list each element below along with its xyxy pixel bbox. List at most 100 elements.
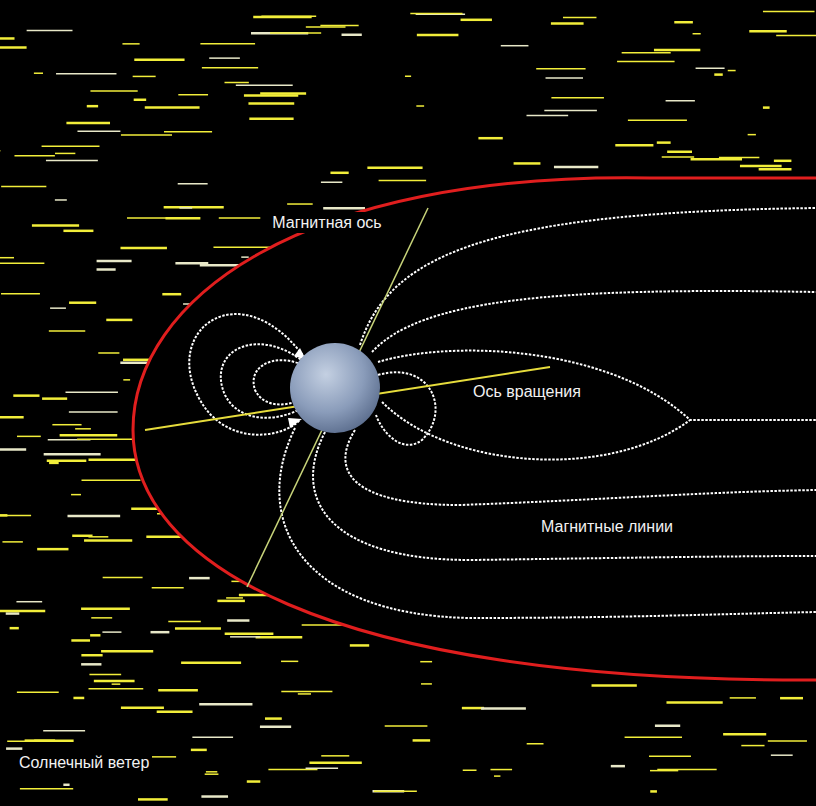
wind-streak bbox=[73, 697, 84, 700]
wind-streak bbox=[50, 307, 66, 309]
wind-streak bbox=[77, 130, 120, 132]
magnetosphere-fill bbox=[133, 178, 816, 680]
wind-streak bbox=[102, 631, 121, 633]
wind-streak bbox=[265, 717, 282, 720]
wind-streak bbox=[253, 16, 311, 19]
wind-streak bbox=[287, 203, 313, 205]
wind-streak bbox=[151, 756, 176, 758]
wind-streak bbox=[89, 688, 144, 690]
wind-streak bbox=[88, 459, 137, 462]
wind-streak bbox=[49, 330, 85, 332]
wind-streak bbox=[178, 94, 208, 96]
wind-streak bbox=[60, 434, 118, 437]
wind-streak bbox=[463, 769, 477, 771]
wind-streak bbox=[416, 105, 424, 107]
wind-streak bbox=[462, 707, 484, 710]
field-lines bbox=[189, 208, 816, 618]
wind-streak bbox=[47, 459, 87, 462]
field-line bbox=[189, 314, 305, 435]
wind-streak bbox=[551, 97, 604, 99]
wind-streak bbox=[379, 180, 427, 182]
wind-streak bbox=[69, 411, 118, 413]
wind-streak bbox=[649, 755, 691, 757]
wind-streak bbox=[628, 120, 687, 122]
wind-streak bbox=[89, 674, 121, 676]
wind-streak bbox=[164, 131, 212, 133]
wind-streak bbox=[0, 610, 45, 613]
wind-streak bbox=[112, 683, 121, 685]
wind-streak bbox=[63, 784, 69, 787]
wind-streak bbox=[199, 703, 252, 706]
wind-streak bbox=[81, 654, 102, 657]
wind-streak bbox=[723, 733, 766, 736]
wind-streak bbox=[674, 21, 693, 24]
wind-streak bbox=[693, 33, 701, 35]
wind-streak bbox=[657, 141, 671, 144]
wind-streak bbox=[268, 769, 317, 771]
wind-streak bbox=[164, 206, 224, 209]
wind-streak bbox=[247, 780, 260, 783]
wind-streak bbox=[157, 710, 193, 713]
wind-streak bbox=[17, 436, 41, 438]
wind-streak bbox=[181, 662, 241, 665]
wind-streak bbox=[421, 683, 432, 685]
wind-streak bbox=[71, 639, 90, 642]
wind-streak bbox=[367, 167, 422, 170]
wind-streak bbox=[152, 587, 184, 589]
wind-streak bbox=[63, 230, 93, 233]
wind-streak bbox=[768, 740, 807, 742]
arrowhead bbox=[288, 418, 302, 428]
wind-streak bbox=[66, 122, 110, 125]
wind-streak bbox=[209, 57, 240, 59]
wind-streak bbox=[49, 462, 59, 465]
wind-streak bbox=[650, 790, 657, 793]
magnetic-axis bbox=[247, 208, 428, 587]
wind-streak bbox=[490, 769, 512, 771]
wind-streak bbox=[17, 691, 59, 693]
wind-streak bbox=[691, 158, 742, 161]
wind-label: Солнечный ветер bbox=[16, 752, 152, 773]
wind-streak bbox=[611, 765, 625, 768]
wind-streak bbox=[546, 77, 583, 79]
wind-streak bbox=[0, 150, 1, 152]
solar-wind-streaks bbox=[0, 11, 816, 799]
wind-streak bbox=[241, 256, 248, 258]
planet bbox=[290, 343, 380, 433]
field-label: Магнитные линии bbox=[538, 516, 676, 537]
wind-streak bbox=[77, 438, 135, 440]
wind-streak bbox=[191, 749, 207, 752]
wind-streak bbox=[306, 767, 338, 769]
wind-streak bbox=[420, 661, 432, 663]
wind-streak bbox=[6, 612, 20, 615]
wind-streak bbox=[536, 68, 585, 70]
wind-streak bbox=[145, 106, 200, 109]
wind-streak bbox=[0, 37, 15, 40]
wind-streak bbox=[728, 70, 736, 72]
wind-streak bbox=[42, 397, 67, 400]
wind-streak bbox=[666, 701, 722, 704]
wind-streak bbox=[6, 747, 22, 750]
wind-streak bbox=[227, 619, 249, 622]
wind-streak bbox=[13, 394, 39, 397]
wind-streak bbox=[625, 736, 682, 738]
field-line bbox=[313, 432, 816, 560]
wind-streak bbox=[0, 263, 44, 265]
wind-streak bbox=[763, 11, 815, 13]
wind-streak bbox=[2, 541, 22, 543]
wind-streak bbox=[554, 166, 598, 169]
wind-streak bbox=[219, 217, 261, 219]
wind-streak bbox=[0, 416, 24, 419]
wind-streak bbox=[306, 26, 346, 28]
wind-streak bbox=[201, 795, 228, 798]
wind-streak bbox=[162, 293, 181, 296]
wind-streak bbox=[20, 788, 73, 790]
wind-streak bbox=[780, 697, 803, 700]
wind-streak bbox=[151, 631, 170, 634]
wind-streak bbox=[72, 535, 92, 538]
wind-streak bbox=[67, 515, 120, 518]
wind-streak bbox=[759, 168, 792, 171]
wind-streak bbox=[122, 43, 139, 45]
wind-streak bbox=[90, 90, 137, 92]
